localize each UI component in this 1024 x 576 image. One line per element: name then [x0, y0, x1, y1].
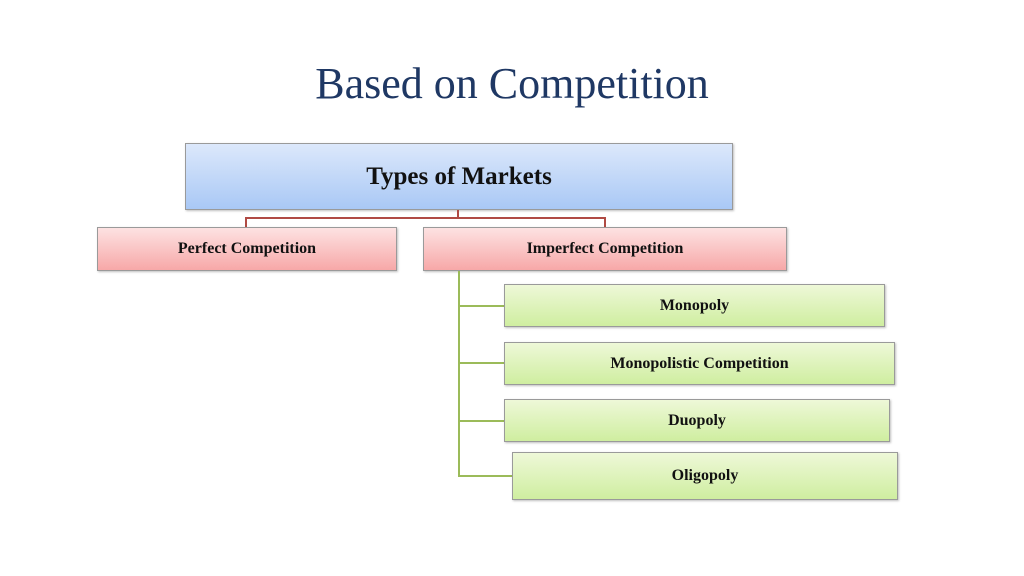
- node-monopolistic-competition: Monopolistic Competition: [504, 342, 895, 385]
- connector: [458, 271, 460, 477]
- connector: [458, 305, 505, 307]
- node-imperfect-competition: Imperfect Competition: [423, 227, 787, 271]
- connector: [458, 362, 505, 364]
- connector: [458, 420, 505, 422]
- connector: [604, 217, 606, 228]
- node-perfect-competition: Perfect Competition: [97, 227, 397, 271]
- slide-title: Based on Competition: [315, 59, 709, 108]
- root-node: Types of Markets: [185, 143, 733, 210]
- connector: [458, 475, 513, 477]
- connector: [457, 210, 459, 218]
- connector: [245, 217, 247, 228]
- connector: [245, 217, 606, 219]
- node-monopoly: Monopoly: [504, 284, 885, 327]
- node-oligopoly: Oligopoly: [512, 452, 898, 500]
- node-duopoly: Duopoly: [504, 399, 890, 442]
